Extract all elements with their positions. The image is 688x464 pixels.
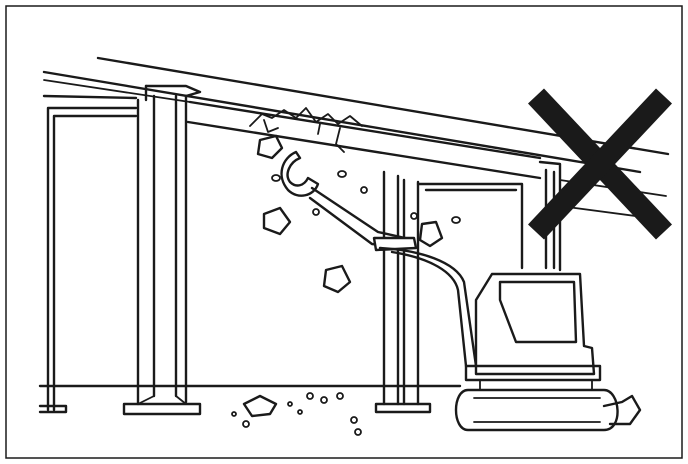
left-wall-panel [38,106,138,414]
ceiling-crack [249,107,363,153]
door-frame [374,170,524,414]
prohibited-cross-icon [527,88,673,240]
figure-border [5,5,683,459]
mini-excavator [280,150,642,432]
left-column [122,84,202,416]
falling-debris [231,134,461,436]
